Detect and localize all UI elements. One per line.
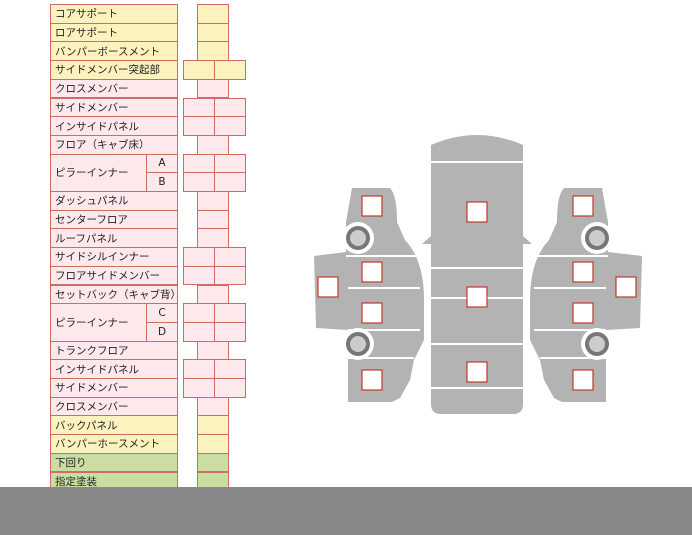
part-label: ピラーインナー: [50, 303, 147, 342]
part-label: バンパーボースメント: [50, 41, 178, 62]
check-cell-right[interactable]: [214, 265, 246, 286]
pillar-sub-label: A: [146, 153, 178, 174]
checkbox-front-center[interactable]: [466, 201, 488, 223]
check-cell-right[interactable]: [214, 321, 246, 342]
car-side-left-icon: [314, 188, 424, 402]
part-label: サイドメンバー突起部: [50, 60, 178, 80]
checkbox-left-door[interactable]: [317, 276, 339, 298]
check-cell-right[interactable]: [214, 378, 246, 398]
part-label: フロア（キャブ床）: [50, 134, 178, 155]
checkbox-right-front[interactable]: [572, 195, 594, 217]
part-label: センターフロア: [50, 209, 178, 230]
pillar-sub-label: C: [146, 303, 178, 323]
check-cell-right[interactable]: [214, 60, 246, 80]
part-label: クロスメンバー: [50, 78, 178, 99]
part-label: バンパーホースメント: [50, 434, 178, 454]
wheel-icon: [342, 222, 613, 360]
part-label: サイドメンバー: [50, 97, 178, 118]
car-side-right-icon: [530, 188, 642, 402]
part-label: インサイドパネル: [50, 116, 178, 136]
check-cell-right[interactable]: [214, 172, 246, 192]
checkbox-left-b[interactable]: [361, 302, 383, 324]
checkbox-right-a[interactable]: [572, 261, 594, 283]
part-label: フロアサイドメンバー: [50, 265, 178, 286]
checkbox-middle-center[interactable]: [466, 286, 488, 308]
part-label: ピラーインナー: [50, 153, 147, 192]
checkbox-left-front[interactable]: [361, 195, 383, 217]
checkbox-left-a[interactable]: [361, 261, 383, 283]
checkbox-rear-center[interactable]: [466, 361, 488, 383]
checkbox-right-b[interactable]: [572, 302, 594, 324]
part-label: バックパネル: [50, 415, 178, 436]
checkbox-right-door[interactable]: [615, 276, 637, 298]
checkbox-left-rear[interactable]: [361, 369, 383, 391]
part-label: サイドシルインナー: [50, 247, 178, 267]
part-label: クロスメンバー: [50, 396, 178, 417]
footer-bar: [0, 487, 692, 535]
part-label: 指定塗装: [50, 471, 178, 492]
check-cell-right[interactable]: [214, 116, 246, 136]
checkbox-right-rear[interactable]: [572, 369, 594, 391]
